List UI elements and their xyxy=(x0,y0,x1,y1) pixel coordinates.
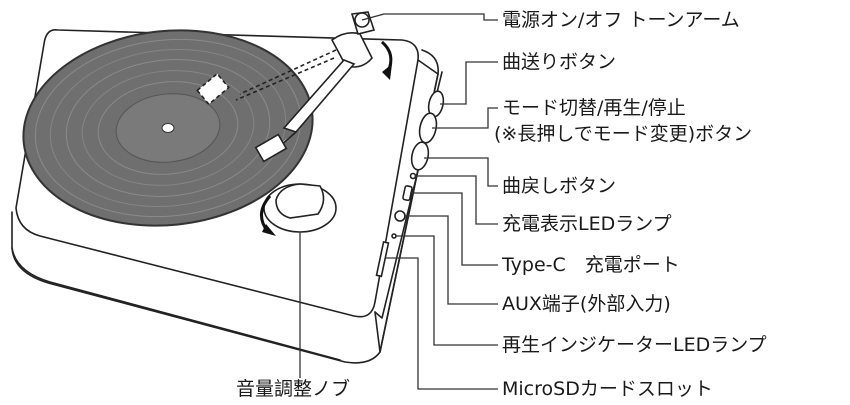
label-mode-line2: (※長押しでモード変更)ボタン xyxy=(494,123,753,145)
record-platter xyxy=(22,29,314,227)
callout-line-typec xyxy=(410,192,498,266)
callout-line-mode xyxy=(432,107,498,129)
charge-led-shape xyxy=(409,172,417,180)
callout-line-skip-back xyxy=(424,157,498,187)
aux-port-shape xyxy=(394,210,406,222)
callout-line-aux xyxy=(404,215,498,305)
tonearm-rotate-arrow xyxy=(380,40,393,80)
player-body-front-edge xyxy=(11,247,341,361)
callout-line-microsd xyxy=(385,257,498,390)
callout-line-charge-led xyxy=(415,175,498,225)
label-volume-knob: 音量調整ノブ xyxy=(236,378,351,400)
side-controls xyxy=(375,90,445,278)
volume-knob xyxy=(260,183,337,236)
player-body-outline xyxy=(11,49,439,364)
tonearm xyxy=(196,11,376,163)
label-mode-line1: モード切替/再生/停止 xyxy=(502,97,686,119)
callout-line-skip-forward xyxy=(440,61,498,105)
skip-back-button-shape xyxy=(410,141,430,171)
label-skip-forward: 曲送りボタン xyxy=(502,51,617,73)
callout-line-power xyxy=(361,13,498,21)
label-aux-port: AUX端子(外部入力) xyxy=(502,293,671,315)
side-panel xyxy=(374,59,439,353)
callout-line-play-led xyxy=(395,235,498,346)
label-typec-port: Type-C 充電ポート xyxy=(502,254,680,276)
label-microsd-slot: MicroSDカードスロット xyxy=(502,378,713,400)
label-skip-back: 曲戻しボタン xyxy=(502,175,617,197)
top-plate xyxy=(15,28,419,318)
label-play-led: 再生インジケーターLEDランプ xyxy=(502,334,767,356)
typec-port-shape xyxy=(402,185,413,202)
label-charge-led: 充電表示LEDランプ xyxy=(502,213,672,235)
label-power-tonearm: 電源オン/オフ トーンアーム xyxy=(502,9,740,31)
microsd-slot-shape xyxy=(375,241,390,278)
